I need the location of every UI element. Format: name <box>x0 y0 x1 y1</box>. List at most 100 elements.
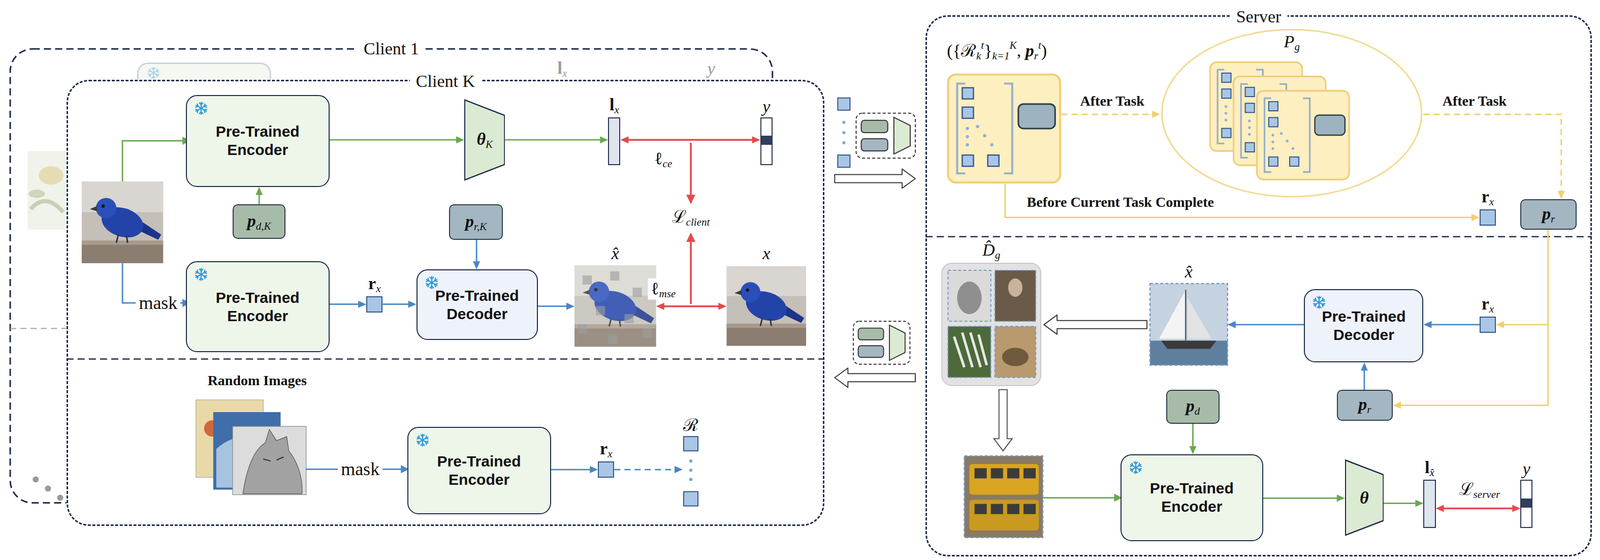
drawing-part <box>683 491 698 506</box>
math-part: p <box>1542 204 1551 223</box>
arrowhead <box>1435 504 1445 512</box>
drawing-part <box>947 270 991 322</box>
arrowhead <box>1495 321 1504 329</box>
feature-column: ℛ <box>682 436 699 507</box>
encoder-box: Pre-Trained Encoder <box>407 426 552 515</box>
math-part: ℛ <box>683 415 699 435</box>
decoder-box: Pre-Trained Decoder <box>416 269 538 340</box>
drawing-part <box>956 281 982 314</box>
node-text: Pre-Trained Decoder <box>1304 307 1423 344</box>
math-part: ℒ <box>1459 479 1474 499</box>
connector-line <box>504 139 603 141</box>
drawing-part <box>1008 278 1023 297</box>
label-anchor: rx <box>368 273 381 296</box>
edge-label: ℓmse <box>647 277 679 300</box>
connector <box>1061 110 1161 118</box>
drawing-part <box>974 503 987 515</box>
node-text: ℛ <box>683 414 699 435</box>
connector <box>1423 321 1480 329</box>
loss-label: ℒclient <box>672 206 711 229</box>
connector <box>472 239 480 270</box>
node-text: θ <box>1359 487 1369 508</box>
math-part: x <box>607 448 613 461</box>
drawing-part <box>32 475 39 483</box>
node-text: rx <box>1481 293 1494 316</box>
label-anchor: rx <box>1481 293 1494 316</box>
drawing-part <box>990 467 1004 478</box>
faded-label: y <box>707 58 716 79</box>
drawing-part <box>66 79 825 526</box>
arrowhead <box>255 186 263 196</box>
pool-ellipse: Pg <box>1160 28 1424 198</box>
arrowhead <box>620 136 629 144</box>
drawing-part <box>689 459 693 463</box>
section-label: Random Images <box>207 372 307 389</box>
connector <box>656 302 727 310</box>
connector-line <box>475 239 478 265</box>
math-part: d <box>1194 405 1201 418</box>
math-part: ℒ <box>672 207 687 227</box>
node-text: pr <box>1358 394 1371 416</box>
math-part: mse <box>659 287 677 300</box>
drawing-part <box>974 467 987 478</box>
drawing-part <box>574 265 657 347</box>
math-part: θ <box>476 129 486 149</box>
math-part: p <box>1025 41 1035 60</box>
feature-square: rx <box>1479 209 1496 226</box>
label-anchor: rx <box>599 438 613 461</box>
math-part: t <box>980 39 984 52</box>
label-anchor: y <box>762 96 771 117</box>
label-anchor: ℓce <box>651 148 676 171</box>
connector-line <box>329 303 362 305</box>
connector <box>1189 423 1197 455</box>
math-part: } <box>983 41 992 60</box>
math-part: x <box>562 67 567 80</box>
label-anchor: x̂ <box>1185 261 1193 282</box>
drawing-part <box>1257 90 1350 180</box>
label-anchor: x <box>762 243 771 264</box>
drawing-part <box>842 120 846 145</box>
snowflake-icon <box>195 268 208 281</box>
arrowhead <box>456 136 465 144</box>
node-text: pd <box>1186 395 1201 418</box>
math-part: r <box>1550 212 1555 226</box>
drawing-part <box>30 201 63 213</box>
connector-line <box>1061 113 1156 116</box>
prompt-store-box: ({ℛkt}k=1K, prt) <box>946 73 1062 184</box>
edge-label: After Task <box>1077 92 1148 109</box>
encoder-box: Pre-Trained Encoder <box>185 261 330 352</box>
arrowhead <box>718 302 727 310</box>
connector <box>329 136 465 144</box>
operation-label: mask <box>337 459 383 480</box>
connector <box>1005 183 1480 221</box>
label-anchor: y <box>1522 458 1531 479</box>
math-part: x̂ <box>611 243 620 263</box>
snowflake-icon <box>1313 296 1326 308</box>
arrowhead <box>1189 445 1197 455</box>
connector <box>1423 114 1565 200</box>
drawing-part <box>683 436 698 506</box>
edge-label: Before Current Task Complete <box>1024 194 1218 210</box>
connector-line <box>1363 367 1366 390</box>
drawing-part <box>689 233 692 305</box>
image-panel: x̂ <box>1149 283 1228 366</box>
label-bar: y <box>760 117 773 166</box>
math-part: x <box>762 243 771 263</box>
math-part: p <box>465 211 474 231</box>
math-part: x̂ <box>1185 262 1193 281</box>
drawing-part <box>1007 467 1020 478</box>
feature-square: rx <box>597 461 615 478</box>
arrowhead <box>408 300 417 308</box>
node-text: Pre-Trained Encoder <box>186 288 329 326</box>
classifier-head: θ <box>1345 459 1384 536</box>
label-anchor: ℛ <box>683 414 699 435</box>
drawing-part <box>947 326 991 377</box>
arrowhead <box>1512 504 1521 512</box>
connector <box>1360 362 1368 390</box>
node-text: D̂g <box>982 239 1001 262</box>
drawing-part <box>44 485 51 492</box>
prompt-box: pr,K <box>449 204 503 240</box>
drawing-part <box>842 141 846 145</box>
connector-line <box>1441 507 1516 509</box>
arrowhead <box>1336 494 1346 502</box>
